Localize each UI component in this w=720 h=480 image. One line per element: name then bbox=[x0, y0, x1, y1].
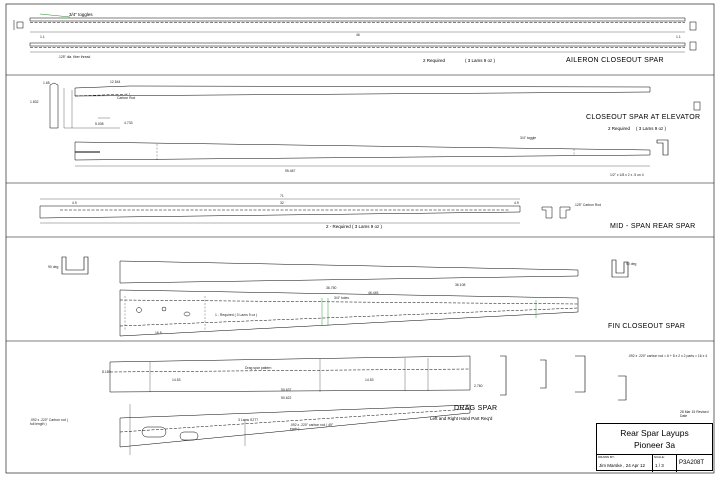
drag-dim-c: 2.760 bbox=[474, 384, 483, 388]
aileron-toggle-note: 3/4" toggles bbox=[69, 12, 93, 17]
drawn-by-label: DRAWN BY: bbox=[598, 455, 615, 459]
drag-dim-h: 8.189 bbox=[102, 370, 111, 374]
drag-left-note: .092 x .220" Carbon rod ( full length ) bbox=[30, 418, 68, 426]
aileron-lams: ( 3 Lams 9 oz ) bbox=[465, 58, 496, 63]
aileron-rod-note: .125" dia. fiber thread bbox=[58, 55, 91, 59]
midspan-dim-right: 4.9 bbox=[514, 201, 519, 205]
midspan-spar-drawing bbox=[39, 198, 571, 224]
elevator-dim-top: 12.544 bbox=[110, 80, 121, 84]
drag-dim-total: 50.622 bbox=[281, 396, 292, 400]
sheet-number: 1 / 3 bbox=[655, 463, 664, 468]
elevator-bottom-note: 1/2" x 1/8 x 2 x .5 on 4 bbox=[610, 173, 644, 177]
fin-spar-drawing bbox=[61, 256, 629, 337]
midspan-rod-note: .125" Carbon Rod bbox=[574, 203, 602, 207]
aileron-spar-drawing bbox=[13, 13, 697, 53]
drag-dim-a: 14.53 bbox=[172, 378, 181, 382]
part-number: P3A208T bbox=[679, 460, 705, 466]
aileron-dim-left: 1.1 bbox=[40, 35, 45, 39]
aileron-dim-right: 1.1 bbox=[676, 35, 681, 39]
title-block: Rear Spar Layups Pioneer 3a DRAWN BY: Ji… bbox=[596, 423, 713, 472]
midspan-label: 2 - Required ( 3 Lams 9 oz ) bbox=[326, 224, 383, 229]
fin-dim-c: 36.108 bbox=[455, 283, 466, 287]
elevator-dim-c: 5.008 bbox=[95, 122, 104, 126]
drag-dim-mid: 50.637 bbox=[281, 388, 292, 392]
fin-dim-b: 46.445 bbox=[368, 291, 379, 295]
elevator-spar-drawing bbox=[49, 82, 701, 167]
fin-title: FIN CLOSEOUT SPAR bbox=[608, 323, 686, 330]
aileron-title: AILERON CLOSEOUT SPAR bbox=[566, 57, 664, 64]
drag-pattern-note: Drag spar pattern bbox=[245, 366, 272, 370]
elevator-count: 2 Required bbox=[608, 126, 631, 131]
scale-label: SCALE: bbox=[654, 455, 665, 459]
drawn-by: Jim Marske , 24 Apr 12 bbox=[599, 463, 646, 468]
drag-carbon-note: .092 x .220" carbon rod ( 49" each ) bbox=[290, 423, 334, 431]
fin-angle-left: 90 deg bbox=[48, 265, 59, 269]
elevator-dim-b: 1.832 bbox=[30, 100, 39, 104]
revision-note: 28 Mar 15 Revised Date bbox=[680, 410, 709, 418]
drawing-title: Rear Spar Layups bbox=[620, 428, 689, 438]
fin-dim-d: 16.5 bbox=[155, 331, 162, 335]
elevator-dim-d: 4.733 bbox=[124, 121, 133, 125]
aileron-dim-total: 46 bbox=[356, 33, 360, 37]
elevator-dim-total: 95.467 bbox=[285, 169, 296, 173]
drag-table-note: .092 x .220" carbon rod = 6 + 8 x 2 x 2 … bbox=[628, 354, 708, 358]
drag-dim-b: 14.53 bbox=[365, 378, 374, 382]
aileron-count: 2 Required bbox=[423, 58, 446, 63]
fin-dim-a: 36.750 bbox=[326, 286, 337, 290]
drag-title: DRAG SPAR bbox=[454, 405, 498, 412]
midspan-dim-inner: 32 bbox=[280, 201, 284, 205]
elevator-title: CLOSEOUT SPAR AT ELEVATOR bbox=[586, 114, 701, 121]
midspan-dim-total: 71 bbox=[280, 194, 284, 198]
drag-spar-drawing bbox=[109, 355, 627, 455]
elevator-dim-a: 1.65 bbox=[43, 81, 50, 85]
drawing-subtitle: Pioneer 3a bbox=[633, 440, 676, 450]
fin-angle-right: 90 deg bbox=[626, 262, 637, 266]
drag-layers-note: 3 Lams S2T7 bbox=[238, 418, 259, 422]
midspan-title: MID - SPAN REAR SPAR bbox=[610, 223, 696, 230]
elevator-rod-note: Carbon Rod bbox=[117, 96, 136, 100]
fin-holes-note: 3/4" holes bbox=[334, 296, 349, 300]
drag-subtitle: Left and Right Hand Part Req'd bbox=[430, 416, 493, 421]
elevator-lams: ( 3 Lams 9 oz ) bbox=[636, 126, 667, 131]
midspan-dim-left: 4.9 bbox=[72, 201, 77, 205]
fin-req-note: 1 - Required ( 3 Lams 9 oz ) bbox=[215, 313, 258, 317]
elevator-toggle-note: 3/4" toggle bbox=[520, 136, 537, 140]
sheet-border bbox=[5, 3, 715, 474]
